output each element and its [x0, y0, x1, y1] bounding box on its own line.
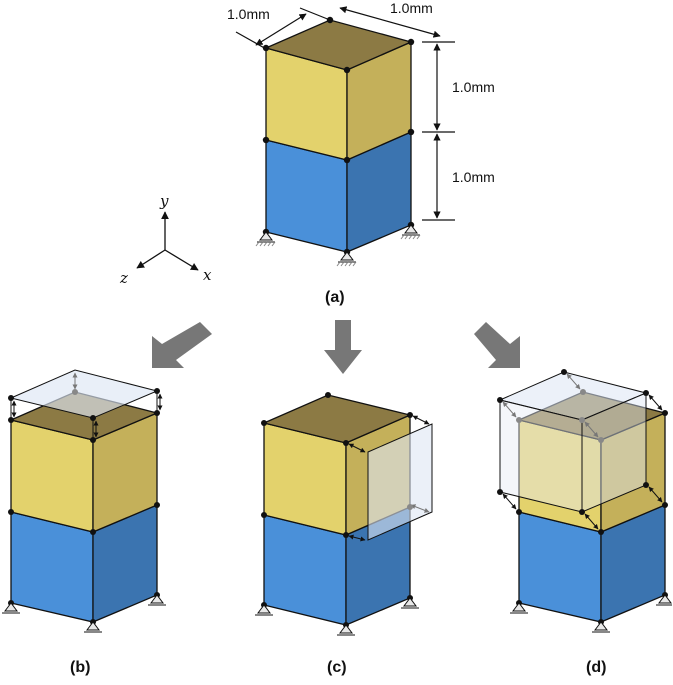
panel-d-ghost-cube	[498, 371, 648, 513]
transition-arrows	[152, 320, 520, 374]
x-axis-label: x	[203, 266, 212, 284]
panel-a-diagram: 1.0mm 1.0mm 1.0mm 1.0mm	[227, 0, 495, 267]
upper-height-dimension-label: 1.0mm	[452, 79, 495, 95]
arrow-to-panel-c	[324, 320, 362, 374]
panel-b-label: (b)	[70, 659, 90, 676]
panel-c-displacement-arrows	[348, 415, 430, 542]
panel-d-displacement-arrows	[502, 373, 663, 530]
lower-height-dimension-label: 1.0mm	[452, 169, 495, 185]
panel-b-diagram	[2, 369, 166, 633]
coordinate-axes: y z x	[119, 192, 212, 287]
z-axis-label: z	[119, 269, 128, 287]
panel-a-supports	[255, 224, 421, 267]
panel-a-dimension-lines	[235, 6, 455, 221]
depth-dimension-label: 1.0mm	[390, 0, 433, 16]
panel-d-diagram	[497, 369, 672, 633]
arrow-to-panel-d	[474, 322, 520, 368]
panel-d-label: (d)	[586, 659, 606, 676]
y-axis-label: y	[159, 192, 169, 210]
width-dimension-label: 1.0mm	[227, 6, 270, 22]
panel-a-label: (a)	[325, 289, 345, 306]
panel-c-diagram	[255, 392, 433, 636]
panel-c-label: (c)	[327, 659, 347, 676]
panel-b-displacement-arrows	[11, 372, 163, 438]
arrow-to-panel-b	[152, 322, 212, 368]
